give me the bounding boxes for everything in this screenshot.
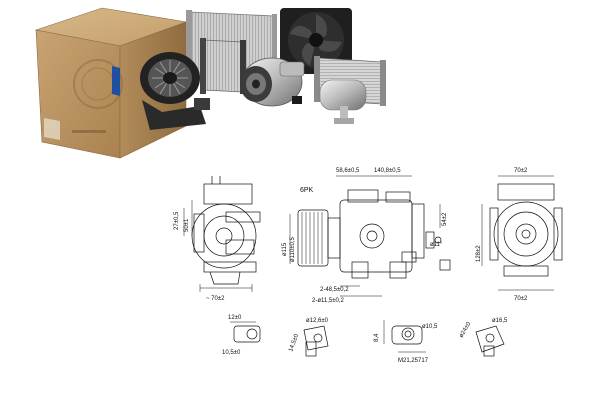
dim-label: 140,8±0,5: [374, 168, 401, 174]
dim-label: 27±0,5: [174, 211, 180, 230]
dim-label: ø16,5: [492, 318, 508, 324]
dim-label: 12±0: [228, 315, 242, 321]
technical-drawing: [183, 175, 563, 357]
dim-label: M21,25717: [398, 358, 429, 364]
dim-label: 70±2: [514, 296, 528, 302]
dim-label: ø12,6±0: [306, 318, 329, 324]
dim-label: 10,5±0: [222, 350, 241, 356]
dim-label: ø24±0: [459, 321, 473, 339]
fitting-c: [383, 320, 426, 353]
dim-label: ø115: [282, 242, 288, 256]
receiver-drier: [319, 79, 367, 124]
radiator-fan: [280, 8, 352, 74]
end-view: [481, 175, 563, 291]
dim-label: 70±2: [514, 168, 528, 174]
ac-compressor-photo: [240, 57, 305, 107]
dim-label: ø10,5: [422, 324, 438, 330]
dimension-labels: 27±0,5 50±1 ~ 70±2 6PK 58,6±0,5 140,8±0,…: [174, 168, 528, 364]
heater-core: [200, 38, 246, 94]
dim-label: 14,5±0: [288, 333, 300, 353]
dim-label: 54±2: [442, 212, 448, 226]
fitting-b: [303, 325, 329, 357]
side-view-left: [183, 176, 261, 292]
dim-label: 128±2: [476, 245, 482, 262]
dim-label: 6PK: [300, 187, 314, 194]
dim-label: 2-ø11,5±0,2: [312, 298, 345, 304]
fitting-d: [475, 325, 505, 357]
dim-label: 50±1: [184, 218, 190, 232]
dim-label: ø11°: [430, 242, 443, 248]
dim-label: 58,6±0,5: [336, 168, 360, 174]
dim-label: 8,4: [374, 333, 380, 342]
fitting-a: [230, 321, 261, 343]
dim-label: ~ 70±2: [206, 296, 225, 302]
front-view: [289, 175, 451, 297]
dim-label: 2-48,5±0,2: [320, 287, 349, 293]
dim-label: ø110±0,5: [290, 236, 296, 262]
blower-motor: [140, 52, 210, 130]
